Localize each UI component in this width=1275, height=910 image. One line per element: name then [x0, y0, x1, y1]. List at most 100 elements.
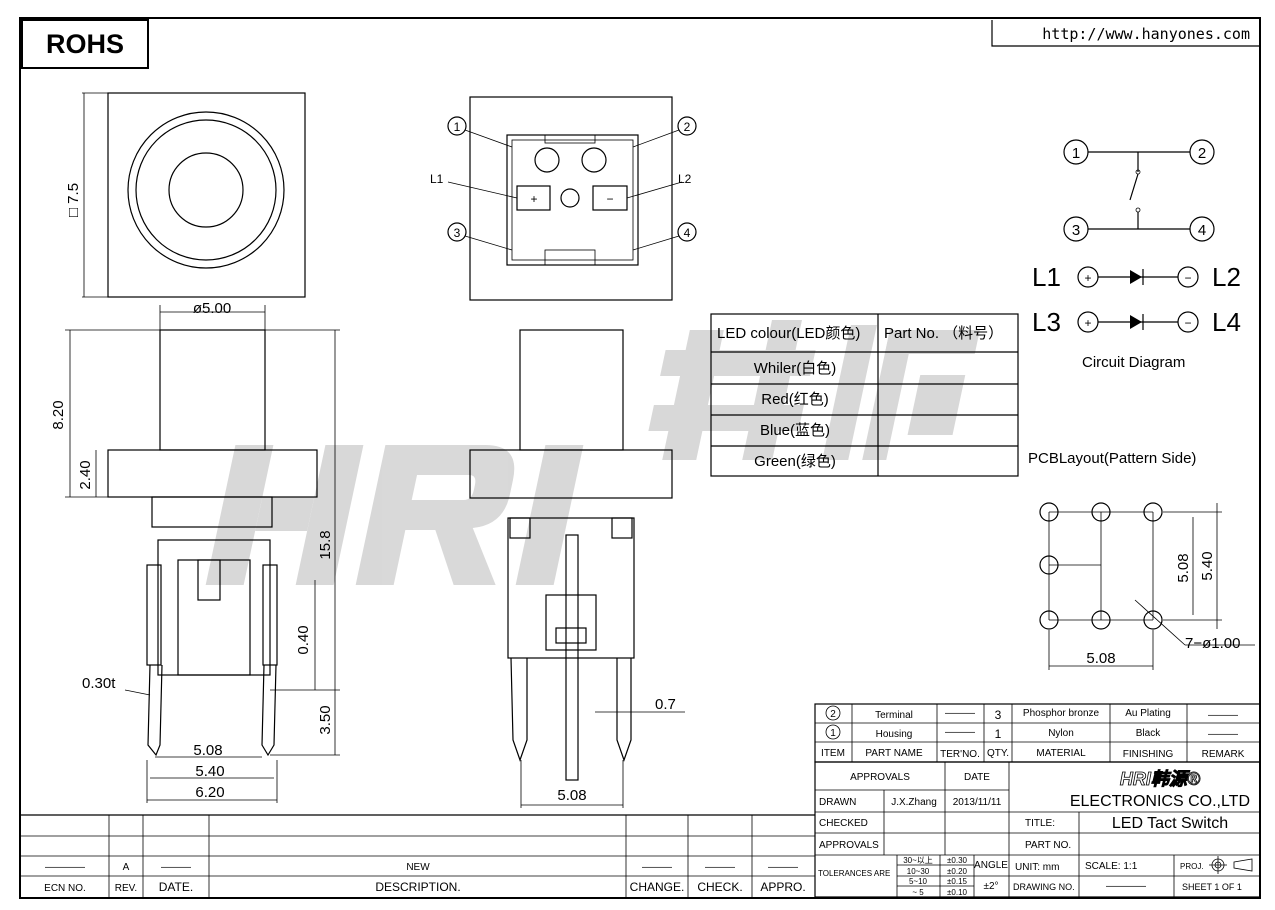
dim-8-20: 8.20	[50, 400, 67, 429]
scale: SCALE: 1:1	[1085, 861, 1138, 872]
drawn-date: 2013/11/11	[953, 797, 1002, 808]
header-appro: APPRO.	[760, 880, 805, 894]
row-red: Red(红色)	[761, 391, 829, 408]
part-no-label: PART NO.	[1025, 840, 1071, 851]
led2-plus: +	[1084, 316, 1091, 330]
dim-square: □ 7.5	[65, 183, 82, 217]
projection-label: PROJ.	[1180, 862, 1204, 871]
tol-value: ±0.15	[947, 877, 968, 886]
material: Phosphor bronze	[1023, 708, 1100, 719]
led1-minus: −	[1184, 271, 1191, 285]
bom-header: ITEM PART NAME TER'NO. QTY. MATERIAL FIN…	[821, 748, 1245, 760]
header-ecn: ECN NO.	[44, 883, 86, 894]
company-logo: HRI韩源®	[1120, 769, 1201, 789]
rev-change: ———	[642, 862, 672, 873]
label-l1: L1	[430, 172, 444, 186]
callout-2: 2	[684, 120, 691, 134]
circuit-l3: L3	[1032, 307, 1061, 337]
dim-5-40: 5.40	[195, 763, 224, 780]
circuit-l1: L1	[1032, 262, 1061, 292]
header-item: ITEM	[821, 748, 845, 759]
callouts: 1 2 3 4	[447, 116, 697, 251]
revision-table: ———— A ——— NEW ——— ——— ——— ECN NO. REV. …	[20, 814, 815, 897]
drawing-no-value: ————	[1106, 881, 1146, 892]
website-url: http://www.hanyones.com	[1042, 25, 1250, 43]
rev-date: ———	[161, 862, 191, 873]
pin-2: 2	[1198, 145, 1206, 162]
dim-5-08-front: 5.08	[557, 787, 586, 804]
pin-1: 1	[1072, 145, 1080, 162]
rohs-label: ROHS	[46, 29, 124, 59]
qty: 3	[995, 708, 1002, 722]
dim-5-08: 5.08	[193, 742, 222, 759]
label-l2: L2	[678, 172, 692, 186]
pcb-layout: PCBLayout(Pattern Side) 5.08 5.40 5.08 7…	[1028, 450, 1255, 670]
header-led-colour: LED colour(LED颜色)	[717, 325, 860, 342]
approvals-header: APPROVALS	[850, 772, 910, 783]
tol-range: 5~10	[909, 877, 928, 886]
tol-range: 10~30	[907, 867, 930, 876]
circuit-diagram: 1 2 3 4 L1 L2 L3 L4 + − + − Circuit Diag…	[1032, 139, 1241, 371]
company-name: ELECTRONICS CO.,LTD	[1070, 793, 1250, 810]
header-change: CHANGE.	[630, 880, 685, 894]
tol-range: ~ 5	[912, 888, 924, 897]
circuit-l4: L4	[1212, 307, 1241, 337]
plus-sign: +	[530, 192, 537, 206]
tol-value: ±0.30	[947, 856, 968, 865]
dim-0-7: 0.7	[655, 696, 676, 713]
sheet-frame	[19, 17, 1261, 899]
header-material: MATERIAL	[1036, 748, 1086, 759]
header-date: DATE.	[159, 880, 193, 894]
led-diode-icon	[1130, 315, 1142, 329]
rohs-badge: ROHS	[21, 19, 149, 69]
dim-15-8: 15.8	[317, 530, 334, 559]
title-label: TITLE:	[1025, 818, 1055, 829]
bill-of-materials: 2 Terminal ——— 3 Phosphor bronze Au Plat…	[814, 703, 1261, 763]
finishing: Black	[1136, 728, 1161, 739]
remark: ———	[1208, 710, 1238, 721]
watermark-logo	[205, 320, 980, 585]
header-description: DESCRIPTION.	[375, 880, 460, 894]
pcb-dim-5-40: 5.40	[1199, 551, 1216, 580]
qty: 1	[995, 727, 1002, 741]
top-view: □ 7.5	[65, 92, 306, 298]
pin-3: 3	[1072, 222, 1080, 239]
pcb-dim-5-08-v: 5.08	[1175, 553, 1192, 582]
date-header: DATE	[964, 772, 990, 783]
revision-header: ECN NO. REV. DATE. DESCRIPTION. CHANGE. …	[44, 880, 806, 894]
terminal-view: + − 1 2 3 4 L1 L2	[430, 96, 697, 301]
remark: ———	[1208, 729, 1238, 740]
led2-minus: −	[1184, 316, 1191, 330]
header-check: CHECK.	[697, 880, 742, 894]
item-no: 1	[830, 728, 836, 739]
drawn-label: DRAWN	[819, 797, 856, 808]
angle-label: ANGLE	[974, 860, 1008, 871]
bom-row-terminal: 2 Terminal ——— 3 Phosphor bronze Au Plat…	[825, 705, 1238, 722]
header-finishing: FINISHING	[1123, 749, 1174, 760]
header-part-no: Part No. （料号）	[884, 325, 1003, 342]
approvals-label: APPROVALS	[819, 840, 879, 851]
ter-no: ———	[945, 708, 975, 719]
dim-diameter: ø5.00	[193, 300, 231, 317]
material: Nylon	[1048, 728, 1074, 739]
watermark-brand-cn-shape	[648, 320, 980, 460]
sheet-number: SHEET 1 OF 1	[1182, 882, 1242, 892]
pcb-dim-5-08-h: 5.08	[1086, 650, 1115, 667]
rev-check: ———	[705, 862, 735, 873]
rev: A	[123, 862, 130, 873]
callout-3: 3	[454, 226, 461, 240]
unit: UNIT: mm	[1015, 862, 1059, 873]
title-block: APPROVALS DATE DRAWN J.X.Zhang 2013/11/1…	[814, 761, 1261, 898]
drawing-no-label: DRAWING NO.	[1013, 882, 1075, 892]
dim-6-20: 6.20	[195, 784, 224, 801]
item-no: 2	[830, 709, 836, 720]
row-blue: Blue(蓝色)	[760, 422, 830, 439]
pin-4: 4	[1198, 222, 1206, 239]
circuit-title: Circuit Diagram	[1082, 354, 1185, 371]
tol-value: ±0.20	[947, 867, 968, 876]
pcb-holes-spec: 7−ø1.00	[1185, 635, 1240, 652]
rev-description: NEW	[406, 862, 430, 873]
revision-row: ———— A ——— NEW ——— ——— ———	[45, 862, 798, 873]
led-colour-table: LED colour(LED颜色) Part No. （料号） Whiler(白…	[710, 313, 1019, 477]
